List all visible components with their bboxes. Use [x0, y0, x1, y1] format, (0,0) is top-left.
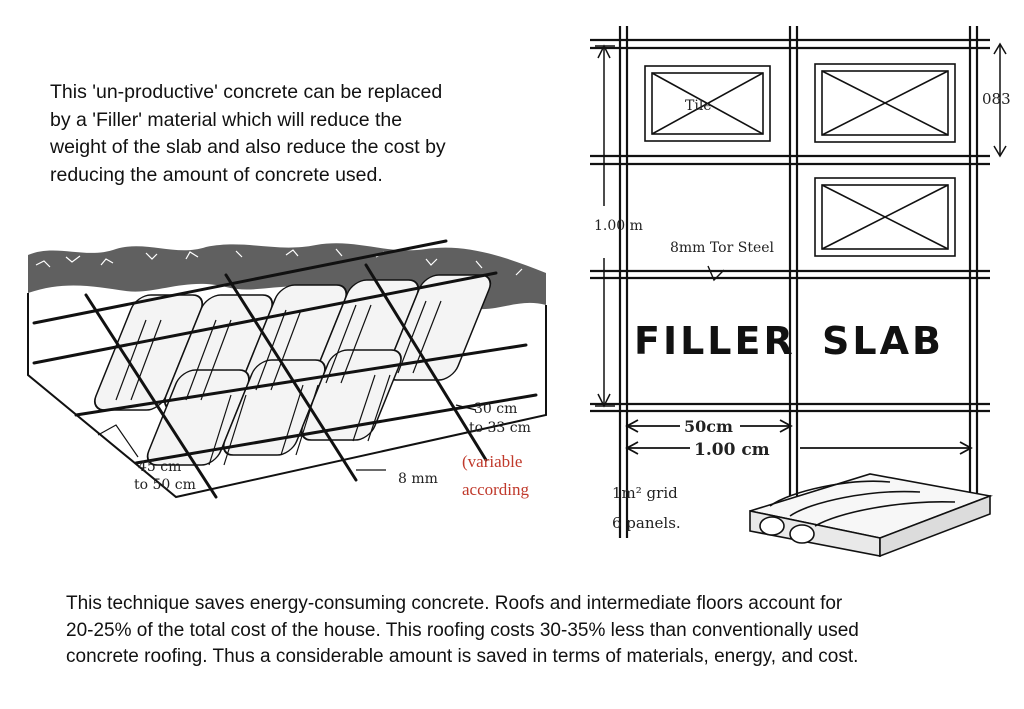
dim-right-083: 083: [982, 90, 1011, 108]
clay-tile-drawing: [749, 473, 993, 558]
variable-note-line-2: according: [462, 480, 530, 499]
filler-word: FILLER: [634, 319, 796, 363]
tile-label: Tile: [685, 98, 712, 114]
bar-size-label: 8 mm: [398, 471, 438, 487]
dim-left-1m: 1.00 m: [594, 218, 643, 234]
grid-note-1: 1m² grid: [612, 484, 678, 502]
steel-label: 8mm Tor Steel: [670, 240, 775, 256]
dim-tiles-50: to 50 cm: [134, 477, 196, 493]
grid-note-2: 6 panels.: [612, 514, 681, 532]
slab-word: SLAB: [822, 319, 944, 363]
intro-paragraph: This 'un-productive' concrete can be rep…: [50, 81, 446, 186]
filler-slab-perspective-sketch: 30 cm to 33 cm 45 cm to 50 cm 8 mm (vari…: [27, 239, 547, 499]
variable-note-line-1: (variable: [462, 452, 522, 471]
dim-50cm: 50cm: [684, 417, 733, 436]
dim-100cm: 1.00 cm: [694, 440, 770, 460]
dim-tiles-45: 45 cm: [138, 459, 181, 475]
dim-spacing-33: to 33 cm: [469, 420, 531, 436]
dim-spacing-30: 30 cm: [474, 401, 517, 417]
summary-paragraph: This technique saves energy-consuming co…: [66, 593, 859, 667]
filler-slab-plan-sketch: Tile 083 1.00 m 8mm Tor Steel FILLER SLA…: [590, 26, 1011, 558]
